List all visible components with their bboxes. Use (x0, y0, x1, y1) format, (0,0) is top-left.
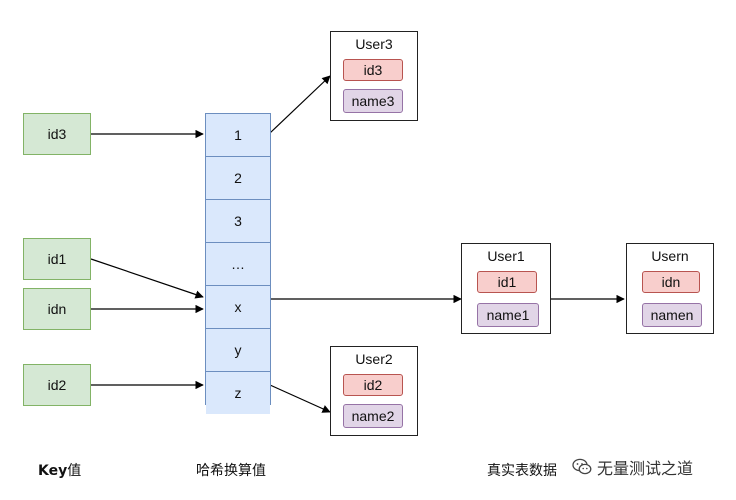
watermark: 无量测试之道 (572, 455, 693, 479)
arrow-z-to-user2 (269, 384, 331, 413)
usern-name: namen (642, 303, 702, 327)
caption-key-bold: Key (38, 463, 68, 479)
hash-cell-y: y (206, 329, 270, 372)
wechat-icon (572, 458, 592, 476)
user1-id: id1 (477, 271, 537, 293)
user3-id: id3 (343, 59, 403, 81)
usern-id: idn (642, 271, 700, 293)
hash-cell-3: 3 (206, 200, 270, 243)
caption-real-data: 真实表数据 (487, 463, 557, 479)
caption-key: Key值 (38, 460, 81, 480)
key-id1-label: id1 (47, 251, 67, 267)
user3-title: User3 (355, 36, 393, 52)
user2-title: User2 (355, 351, 393, 367)
key-idn-label: idn (47, 301, 67, 317)
hash-table: 1 2 3 … x y z (205, 113, 271, 414)
user3-record: User3 id3 name3 (330, 31, 418, 121)
key-id3-label: id3 (47, 126, 67, 142)
user2-id: id2 (343, 374, 403, 396)
hash-cell-x: x (206, 286, 270, 329)
key-id3: id3 (23, 113, 91, 155)
hash-cell-z: z (206, 372, 270, 414)
usern-record: Usern idn namen (626, 243, 714, 334)
usern-title: Usern (651, 248, 689, 264)
key-id2-label: id2 (47, 377, 67, 393)
hash-cell-1: 1 (206, 114, 270, 157)
key-id2: id2 (23, 364, 91, 406)
key-id1: id1 (23, 238, 91, 280)
arrow-1-to-user3 (269, 75, 331, 134)
watermark-text: 无量测试之道 (597, 459, 694, 478)
key-idn: idn (23, 288, 91, 330)
user2-record: User2 id2 name2 (330, 346, 418, 436)
caption-key-rest: 值 (67, 463, 82, 479)
caption-hash: 哈希换算值 (196, 463, 266, 479)
user3-name: name3 (343, 89, 403, 113)
arrow-id1-to-x (90, 258, 204, 299)
user1-title: User1 (487, 248, 525, 264)
user1-record: User1 id1 name1 (461, 243, 551, 334)
hash-cell-ellipsis: … (206, 243, 270, 286)
user1-name: name1 (477, 303, 539, 327)
hash-cell-2: 2 (206, 157, 270, 200)
user2-name: name2 (343, 404, 403, 428)
